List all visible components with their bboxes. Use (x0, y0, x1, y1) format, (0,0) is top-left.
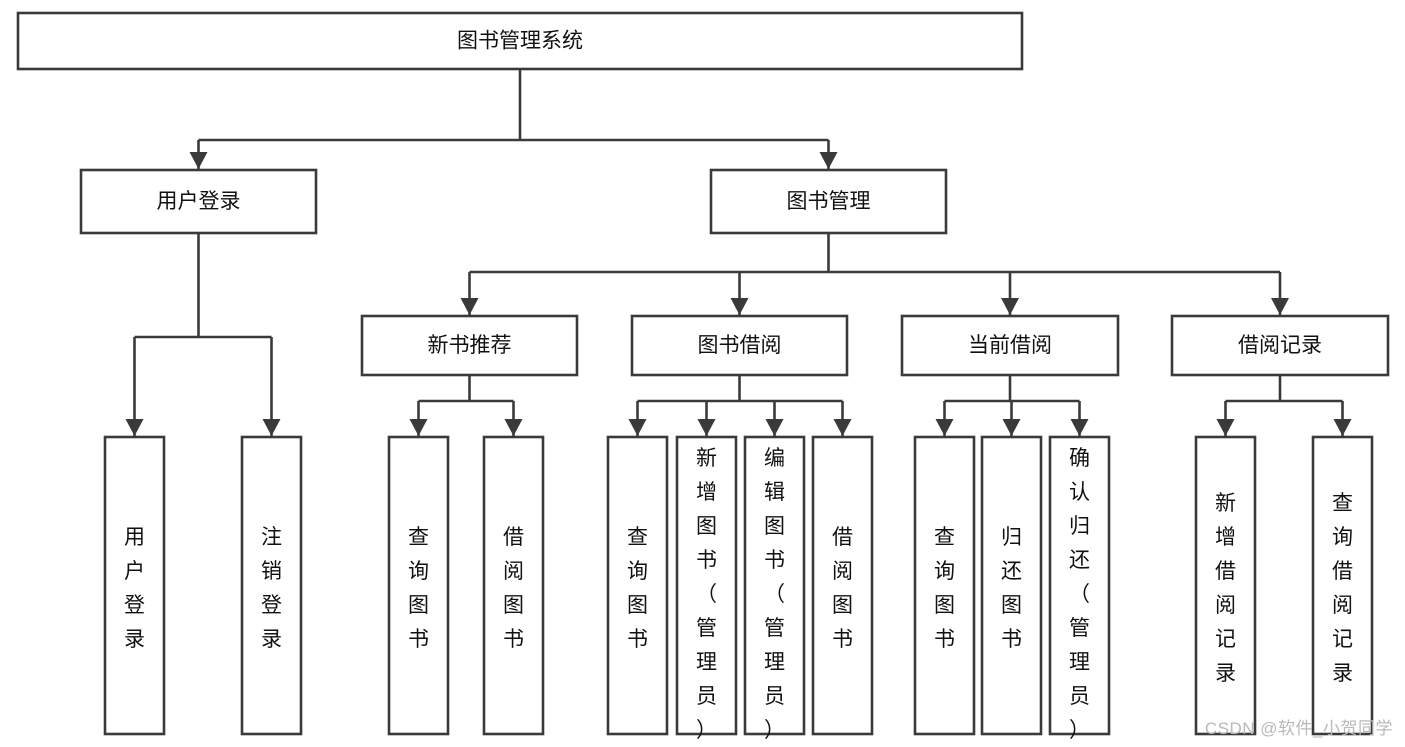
node-book-borrow[interactable]: 图书借阅 (630, 314, 849, 377)
node-leaf-query-book-3[interactable]: 查询图书 (913, 435, 976, 736)
edge-group (189, 69, 838, 169)
arrow-head-icon (730, 298, 749, 315)
node-leaf-add-book[interactable]: 新增图书（管理员） (675, 435, 738, 742)
node-leaf-query-book-1[interactable]: 查询图书 (387, 435, 450, 736)
edges-layer (125, 69, 1352, 436)
node-leaf-borrow-book-1[interactable]: 借阅图书 (482, 435, 545, 736)
arrow-head-icon (1070, 419, 1089, 436)
arrow-head-icon (1002, 419, 1021, 436)
node-leaf-add-record[interactable]: 新增借阅记录 (1194, 435, 1257, 736)
arrow-head-icon (628, 419, 647, 436)
node-borrow-record[interactable]: 借阅记录 (1170, 314, 1390, 377)
node-leaf-query-record[interactable]: 查询借阅记录 (1311, 435, 1374, 736)
arrow-head-icon (1001, 298, 1019, 315)
edge-group (409, 375, 523, 436)
node-box[interactable] (1170, 314, 1390, 377)
node-box[interactable] (1194, 435, 1257, 736)
arrow-head-icon (1271, 298, 1289, 315)
edge-group (935, 375, 1089, 436)
arrow-head-icon (409, 419, 428, 436)
node-leaf-user-login[interactable]: 用户登录 (103, 435, 166, 736)
node-label: 编辑图书（管理员） (764, 447, 785, 742)
node-leaf-logout[interactable]: 注销登录 (240, 435, 303, 736)
arrow-head-icon (125, 419, 144, 436)
node-box[interactable] (743, 435, 806, 736)
node-label: 当前借阅 (968, 334, 1052, 357)
node-box[interactable] (709, 168, 948, 235)
arrow-head-icon (833, 419, 852, 436)
edge-group (460, 233, 1289, 315)
arrow-head-icon (460, 298, 479, 315)
arrow-head-icon (504, 419, 523, 436)
nodes-layer: 图书管理系统用户登录图书管理新书推荐图书借阅当前借阅借阅记录用户登录注销登录查询… (16, 11, 1390, 742)
edge-group (1216, 375, 1352, 436)
node-label: 查询借阅记录 (1332, 492, 1353, 685)
arrow-head-icon (935, 419, 954, 436)
node-label: 归还图书 (1001, 526, 1022, 651)
node-box[interactable] (980, 435, 1043, 736)
edge-group (628, 375, 852, 436)
node-label: 查询图书 (408, 526, 429, 651)
node-box[interactable] (811, 435, 874, 736)
arrow-head-icon (819, 152, 838, 169)
arrow-head-icon (765, 419, 784, 436)
node-label: 查询图书 (627, 526, 648, 651)
node-user-login[interactable]: 用户登录 (79, 168, 318, 235)
arrow-head-icon (1333, 419, 1352, 436)
node-label: 借阅图书 (832, 526, 853, 651)
node-label: 查询图书 (934, 526, 955, 651)
node-box[interactable] (387, 435, 450, 736)
node-label: 确认归还（管理员） (1069, 447, 1090, 742)
node-leaf-confirm-return[interactable]: 确认归还（管理员） (1048, 435, 1111, 742)
node-box[interactable] (913, 435, 976, 736)
watermark-text: CSDN @软件_小贺同学 (1204, 719, 1393, 738)
node-leaf-edit-book[interactable]: 编辑图书（管理员） (743, 435, 806, 742)
node-book-manage[interactable]: 图书管理 (709, 168, 948, 235)
node-box[interactable] (675, 435, 738, 736)
node-new-book-rec[interactable]: 新书推荐 (360, 314, 579, 377)
node-label: 借阅图书 (503, 526, 524, 651)
node-current-borrow[interactable]: 当前借阅 (900, 314, 1120, 377)
node-leaf-borrow-book-2[interactable]: 借阅图书 (811, 435, 874, 736)
node-label: 图书借阅 (698, 334, 782, 357)
node-box[interactable] (79, 168, 318, 235)
node-label: 用户登录 (124, 526, 145, 651)
node-label: 新增借阅记录 (1215, 492, 1236, 685)
node-box[interactable] (900, 314, 1120, 377)
node-box[interactable] (1048, 435, 1111, 736)
node-label: 注销登录 (261, 526, 282, 651)
node-box[interactable] (16, 11, 1024, 71)
node-box[interactable] (606, 435, 669, 736)
node-label: 新增图书（管理员） (696, 447, 717, 742)
node-leaf-return-book[interactable]: 归还图书 (980, 435, 1043, 736)
node-box[interactable] (360, 314, 579, 377)
node-label: 新书推荐 (428, 334, 512, 357)
node-box[interactable] (630, 314, 849, 377)
node-box[interactable] (103, 435, 166, 736)
arrow-head-icon (1216, 419, 1235, 436)
arrow-head-icon (189, 152, 208, 169)
node-leaf-query-book-2[interactable]: 查询图书 (606, 435, 669, 736)
edge-group (125, 233, 281, 436)
node-label: 图书管理 (787, 190, 871, 213)
node-root[interactable]: 图书管理系统 (16, 11, 1024, 71)
arrow-head-icon (697, 419, 716, 436)
node-label: 借阅记录 (1238, 334, 1322, 357)
arrow-head-icon (262, 419, 281, 436)
node-box[interactable] (240, 435, 303, 736)
node-label: 用户登录 (157, 190, 241, 213)
node-box[interactable] (1311, 435, 1374, 736)
node-box[interactable] (482, 435, 545, 736)
node-label: 图书管理系统 (457, 30, 583, 53)
